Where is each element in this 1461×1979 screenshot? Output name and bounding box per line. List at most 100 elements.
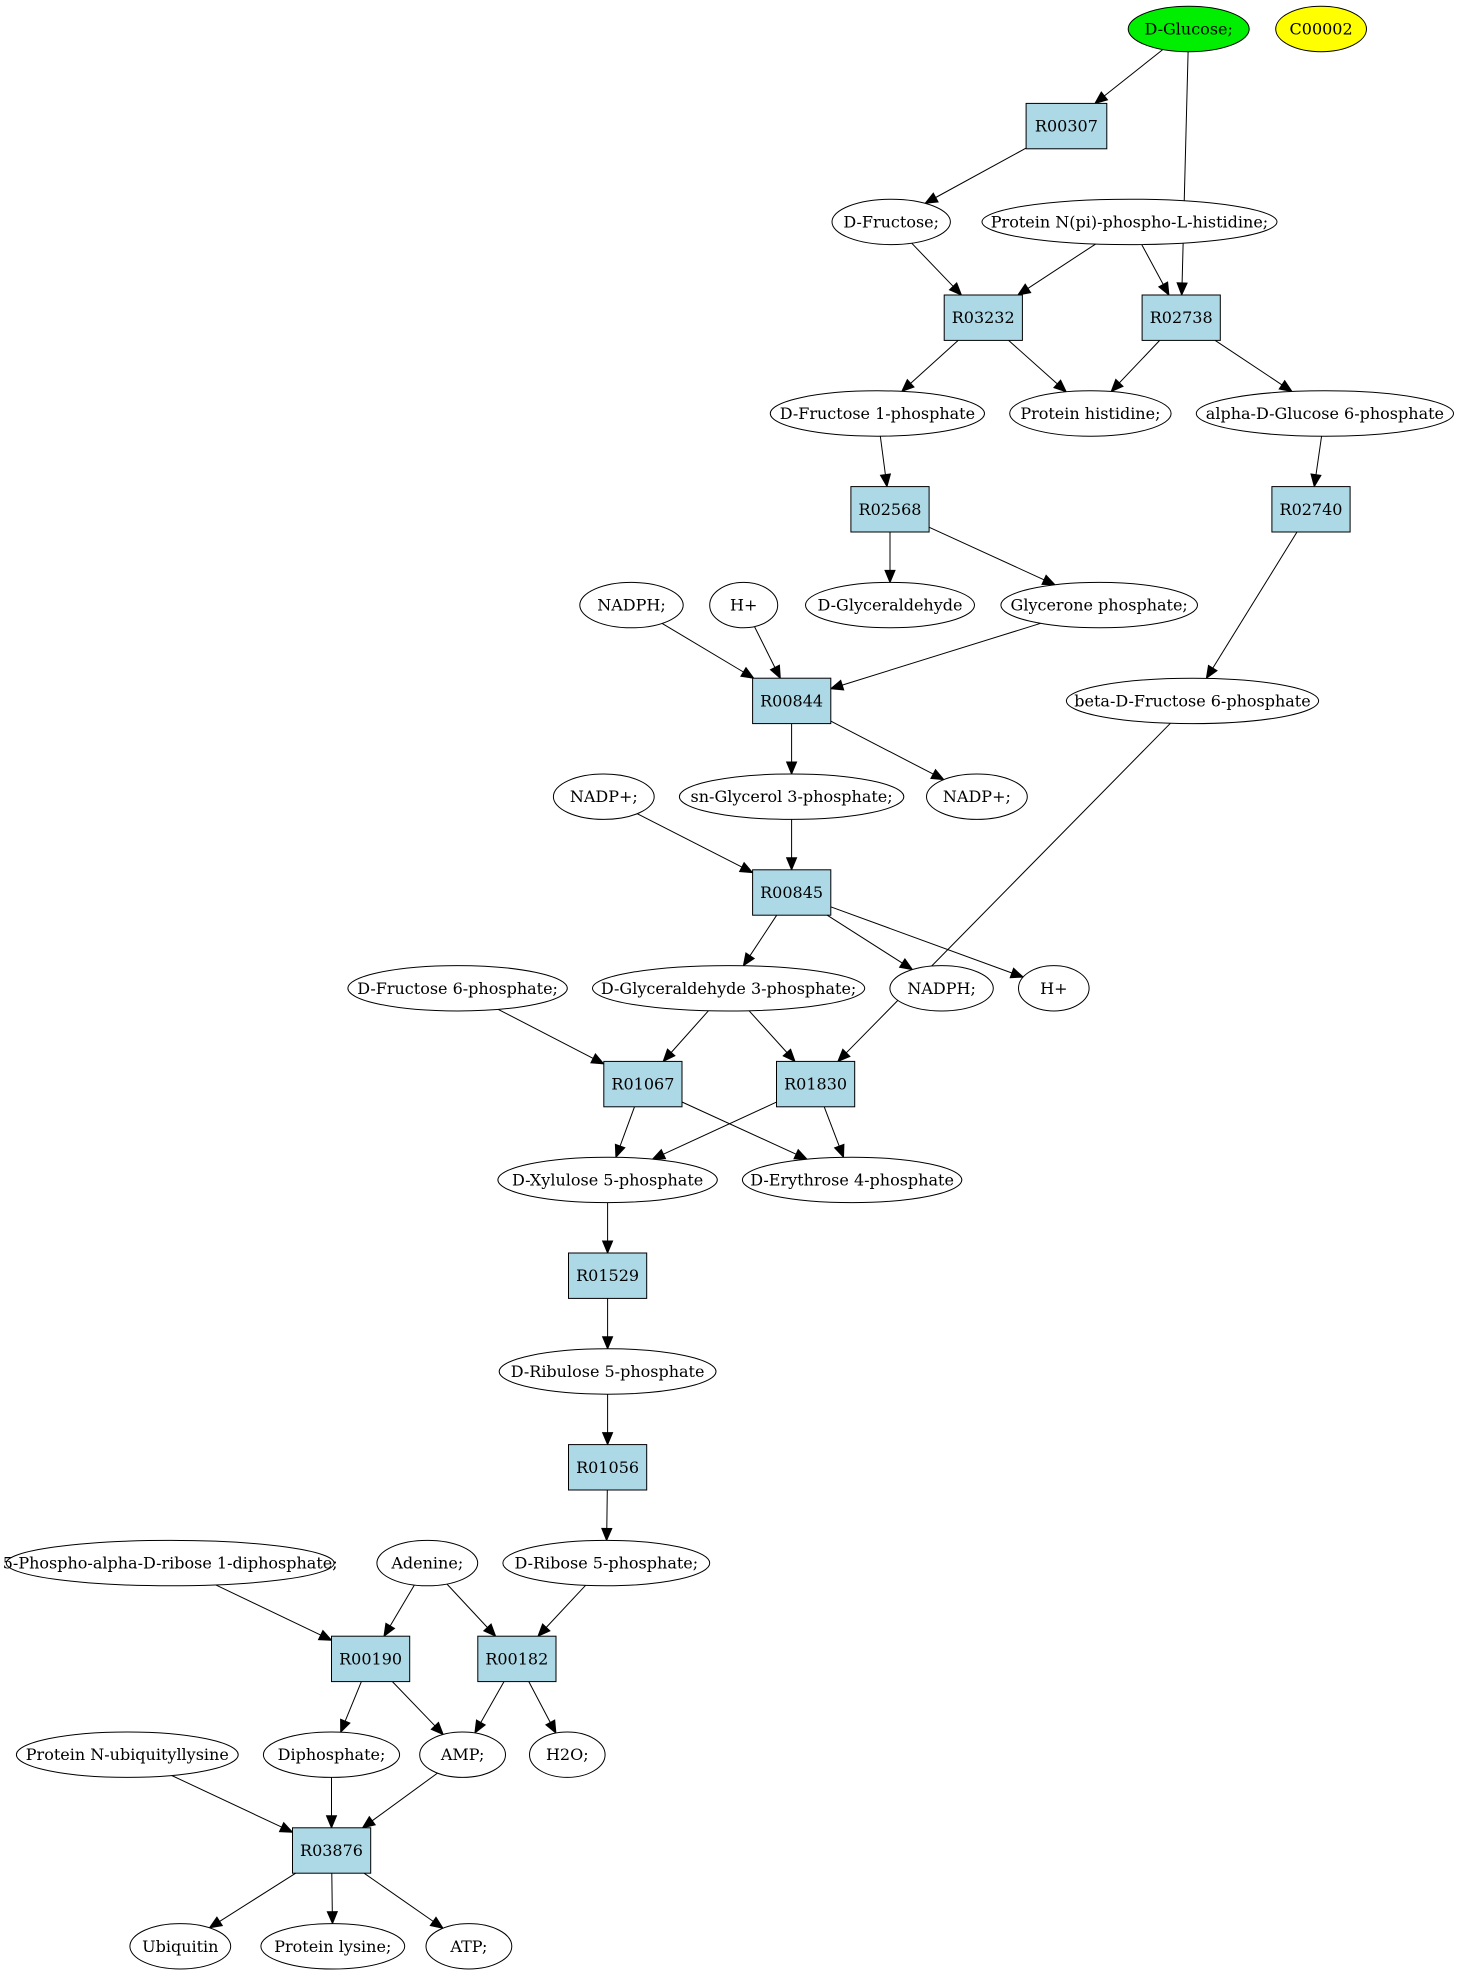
compound-node-dglucose[interactable]: D-Glucose;	[1127, 5, 1250, 53]
edge-r02568-to-dglyald	[884, 532, 896, 584]
edge-r02568-to-glycp	[928, 526, 1057, 586]
node-label: R02738	[1150, 308, 1213, 327]
edge-r03232-to-dfru1p	[900, 340, 959, 393]
compound-node-dfructose[interactable]: D-Fructose;	[831, 198, 951, 246]
node-label: NADP+;	[943, 787, 1011, 806]
compound-node-amp[interactable]: AMP;	[419, 1731, 507, 1778]
compound-node-dglyald[interactable]: D-Glyceraldehyde	[805, 581, 975, 629]
edge-glycp-to-r00844	[829, 622, 1041, 691]
edge-r01067-to-dxyl5p	[614, 1106, 635, 1159]
compound-node-diphos[interactable]: Diphosphate;	[262, 1731, 401, 1778]
compound-node-nadpp1[interactable]: NADP+;	[552, 773, 655, 820]
compound-node-nadph2[interactable]: NADPH;	[889, 965, 994, 1012]
reaction-box	[752, 869, 832, 916]
reaction-box	[603, 1060, 683, 1108]
edge-line	[171, 1775, 282, 1828]
edge-protnpi-to-r02738	[1141, 244, 1170, 297]
compound-ellipse	[260, 1923, 406, 1970]
compound-node-dery4p[interactable]: D-Erythrose 4-phosphate	[741, 1156, 963, 1204]
reaction-node-r02568[interactable]: R02568	[850, 486, 930, 533]
compound-node-adg6p[interactable]: alpha-D-Glucose 6-phosphate	[1195, 390, 1455, 437]
arrow-head	[340, 1718, 351, 1734]
reaction-node-r01067[interactable]: R01067	[603, 1060, 683, 1108]
compound-node-protnub[interactable]: Protein N-ubiquityllysine	[15, 1731, 239, 1778]
reaction-box	[331, 1635, 411, 1683]
arrow-head	[383, 1622, 396, 1638]
edge-dfructose-to-r03232	[911, 242, 963, 296]
arrow-head	[601, 1432, 614, 1446]
arrow-head	[900, 378, 915, 393]
arrow-head	[1053, 379, 1068, 393]
arrow-head	[1157, 281, 1170, 297]
reaction-node-r02738[interactable]: R02738	[1141, 294, 1221, 341]
compound-node-protlys[interactable]: Protein lysine;	[260, 1923, 406, 1970]
compound-node-dfru1p[interactable]: D-Fructose 1-phosphate	[769, 390, 986, 437]
compound-node-dgly3p[interactable]: D-Glyceraldehyde 3-phosphate;	[592, 965, 866, 1012]
compound-node-nadph1[interactable]: NADPH;	[579, 581, 684, 629]
edge-line	[935, 147, 1027, 198]
edge-line	[1008, 340, 1058, 385]
arrow-head	[829, 679, 845, 691]
reaction-node-r00182[interactable]: R00182	[477, 1635, 557, 1683]
edge-r02738-to-adg6p	[1214, 339, 1294, 393]
node-label: H+	[1040, 979, 1067, 998]
edge-dglucose-to-r02738	[1176, 51, 1189, 297]
compound-node-dfru6p[interactable]: D-Fructose 6-phosphate;	[347, 965, 568, 1012]
compound-node-dxyl5p[interactable]: D-Xylulose 5-phosphate	[497, 1156, 718, 1204]
compound-ellipse	[592, 965, 866, 1012]
node-label: Ubiquitin	[142, 1937, 218, 1956]
compound-node-drib5p[interactable]: D-Ribose 5-phosphate;	[502, 1539, 711, 1587]
edge-line	[392, 1681, 436, 1727]
edge-r03876-to-protlys	[326, 1873, 339, 1925]
arrow-head	[924, 192, 939, 204]
edge-line	[1181, 51, 1189, 284]
reaction-node-r03232[interactable]: R03232	[943, 294, 1023, 341]
reaction-node-r00307[interactable]: R00307	[1025, 102, 1108, 150]
compound-node-sngly3p[interactable]: sn-Glycerol 3-phosphate;	[678, 773, 905, 820]
edge-r00190-to-diphos	[340, 1681, 362, 1734]
edge-r00845-to-hplus2	[830, 906, 1025, 979]
compound-node-prothis[interactable]: Protein histidine;	[1009, 390, 1172, 437]
compound-node-hplus1[interactable]: H+	[709, 581, 779, 629]
arrow-head	[1110, 378, 1124, 393]
edge-line	[480, 1681, 505, 1723]
compound-ellipse	[678, 773, 905, 820]
compound-ellipse	[1018, 965, 1090, 1012]
compound-node-c00002[interactable]: C00002	[1275, 5, 1367, 53]
reaction-node-r02740[interactable]: R02740	[1271, 486, 1351, 533]
node-label: NADPH;	[597, 596, 666, 615]
reaction-node-r03876[interactable]: R03876	[292, 1827, 372, 1874]
edge-sngly3p-to-r00845	[785, 819, 798, 872]
reaction-box	[850, 486, 930, 533]
edge-r01067-to-dery4p	[681, 1101, 809, 1160]
compound-node-protnpi[interactable]: Protein N(pi)-phospho-L-histidine;	[981, 198, 1278, 246]
node-label: C00002	[1290, 20, 1353, 39]
edge-line	[446, 1583, 488, 1628]
reaction-node-r00845[interactable]: R00845	[752, 869, 832, 916]
compound-node-nadpp2[interactable]: NADP+;	[926, 773, 1028, 820]
compound-node-glycp[interactable]: Glycerone phosphate;	[1000, 581, 1198, 629]
compound-node-drul5p[interactable]: D-Ribulose 5-phosphate	[498, 1348, 717, 1395]
reaction-node-r01529[interactable]: R01529	[568, 1252, 648, 1299]
compound-node-bdf6p[interactable]: beta-D-Fructose 6-phosphate	[1065, 677, 1320, 725]
reaction-box	[752, 677, 832, 725]
reaction-node-r00844[interactable]: R00844	[752, 677, 832, 725]
compound-node-prpp[interactable]: 5-Phospho-alpha-D-ribose 1-diphosphate;	[3, 1539, 338, 1587]
compound-node-hplus2[interactable]: H+	[1018, 965, 1090, 1012]
node-label: R01830	[784, 1075, 847, 1094]
arrow-head	[651, 1148, 667, 1160]
reaction-node-r00190[interactable]: R00190	[331, 1635, 411, 1683]
compound-ellipse	[1009, 390, 1172, 437]
edge-adg6p-to-r02740	[1310, 436, 1323, 488]
compound-node-atp[interactable]: ATP;	[425, 1923, 513, 1970]
compound-node-ubiquitin[interactable]: Ubiquitin	[129, 1923, 232, 1970]
compound-ellipse	[1275, 5, 1367, 53]
reaction-node-r01056[interactable]: R01056	[568, 1444, 648, 1491]
reaction-node-r01830[interactable]: R01830	[776, 1060, 856, 1108]
compound-ellipse	[129, 1923, 232, 1970]
compound-ellipse	[497, 1156, 718, 1204]
edge-dfru1p-to-r02568	[879, 436, 892, 488]
compound-node-adenine[interactable]: Adenine;	[376, 1539, 479, 1587]
compound-node-h2o[interactable]: H2O;	[529, 1731, 606, 1778]
